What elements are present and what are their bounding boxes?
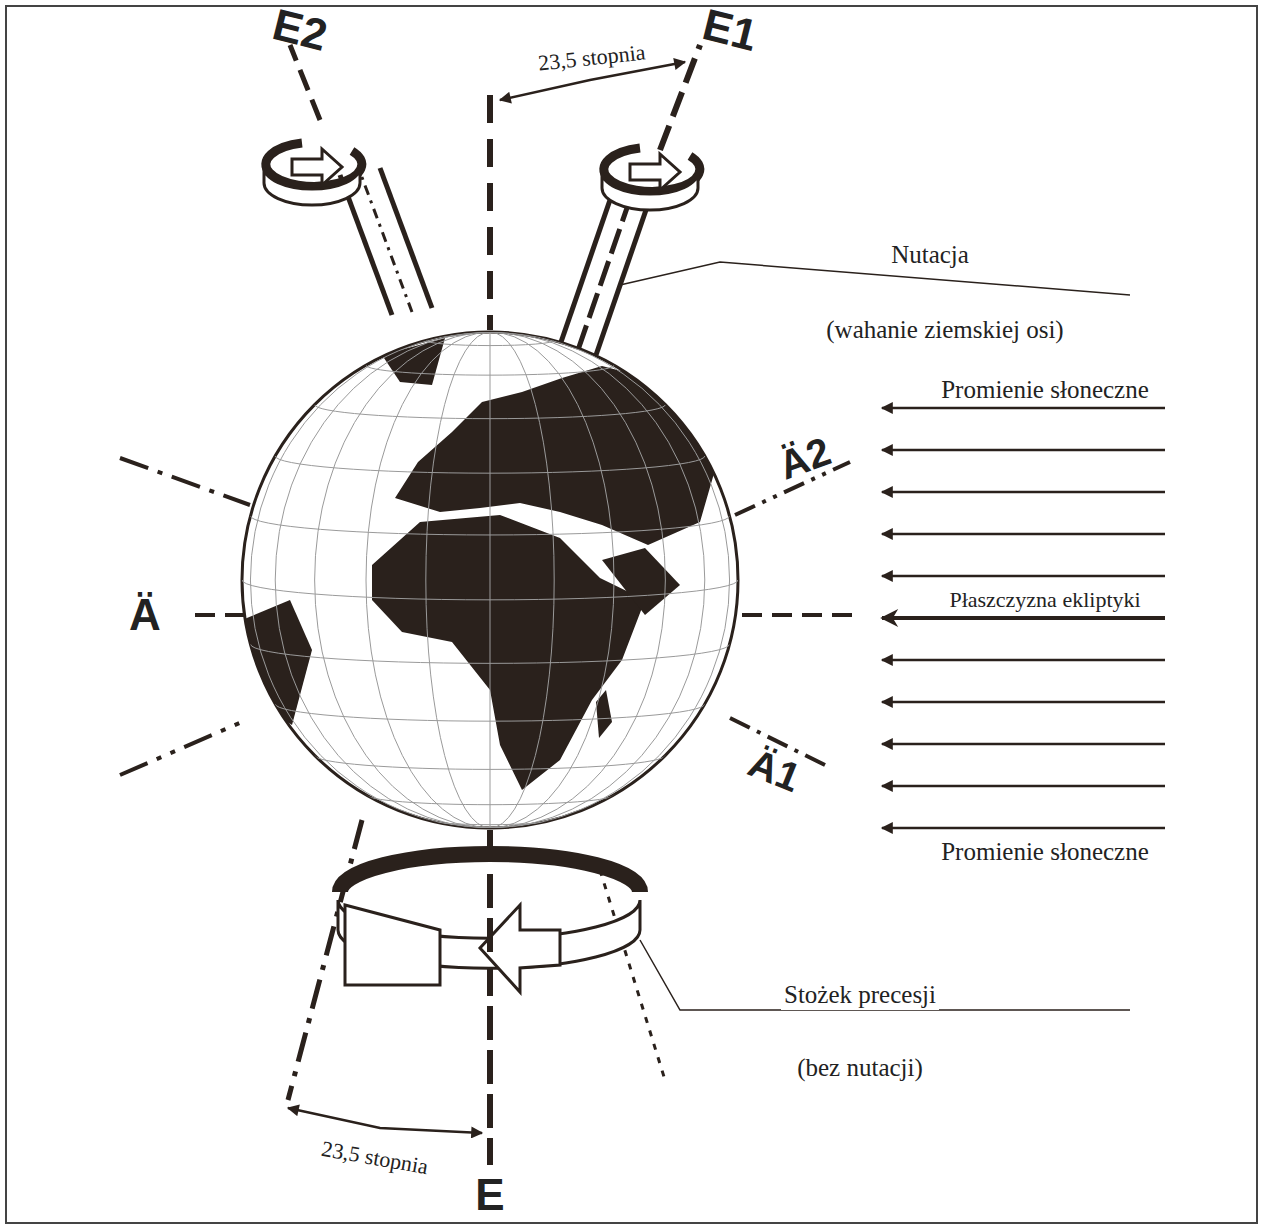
parallel-line [426,340,554,345]
ecliptic-plane-line [195,613,245,617]
meridian-line [275,332,705,828]
parallel-line [250,516,729,535]
rotation-symbol [264,143,362,205]
axis-label: E [472,1170,507,1220]
leader-line [640,940,1130,1010]
globe-outline [242,332,738,828]
rotation-ring [266,143,362,186]
equator-label: Ä [126,590,164,640]
axis-e2-line [380,168,432,308]
nutation-axis-line [596,210,646,355]
sun-ray-arrow [882,743,1165,746]
axis-label: E1 [695,0,765,62]
equator-label: Ä1 [740,738,810,802]
axis-e2-line [360,172,412,312]
sun-ray-arrow [882,575,1165,578]
parallel-line [275,704,705,721]
rotation-ring [604,148,700,191]
globe [242,332,742,828]
parallel-line [250,644,729,663]
parallel-line [426,820,554,825]
meridian-line [426,332,554,828]
nutation-label: Nutacja [888,240,972,270]
precession-cone-line [600,870,665,1080]
rotation-symbol [602,148,700,210]
equator-plane-line [120,722,242,775]
angle-label: 23,5 stopnia [317,1135,433,1181]
angle-arrow [288,1108,482,1133]
meridian-line [490,332,491,828]
sun-ray-arrow [882,533,1165,536]
ecliptic-normal-axis [487,830,493,1165]
meridian-line [366,332,614,828]
parallel-line [366,365,614,375]
sun-ray-arrow [882,785,1165,788]
continents [242,338,742,790]
ecliptic-plane-line [742,613,860,617]
ecliptic-normal-axis [487,95,493,330]
axis-label: E2 [265,0,335,62]
axis-e1-line [660,45,700,150]
parallel-line [242,580,738,600]
parallel-line [275,456,705,473]
parallel-line [315,405,666,419]
precession-label: Stożek precesji [781,980,939,1010]
parallel-line [315,755,666,769]
rotation-arrow [630,154,680,190]
meridian-line [315,332,666,828]
ecliptic-normal-axis [487,880,493,1165]
continent-shape [700,400,742,520]
ecliptic-label: Płaszczyzna ekliptyki [946,587,1143,613]
sun-rays-label: Promienie słoneczne [938,837,1152,867]
equator-label: Ä2 [770,427,839,490]
continent-shape [596,690,612,738]
precession-ring-tail [345,905,440,985]
continent-shape [372,515,645,790]
sun-ray-arrow [882,407,1165,410]
sun-ray-arrow [882,701,1165,704]
sun-ray-arrow [882,491,1165,494]
sun-ray-arrow [882,449,1165,452]
continent-shape [395,366,715,545]
ecliptic-arrow [882,616,1165,620]
nutation-note: (wahanie ziemskiej osi) [823,315,1066,345]
precession-note: (bez nutacji) [794,1053,926,1083]
frame-border [6,6,1257,1223]
meridian-line [250,332,729,828]
sun-ray-arrow [882,659,1165,662]
sun-rays-label: Promienie słoneczne [938,375,1152,405]
sun-ray-arrow [882,827,1165,830]
leader-line [620,262,1130,295]
graticule [242,332,738,828]
equator-plane-line [120,458,250,505]
rotation-arrow [292,149,342,185]
parallel-line [366,795,614,805]
